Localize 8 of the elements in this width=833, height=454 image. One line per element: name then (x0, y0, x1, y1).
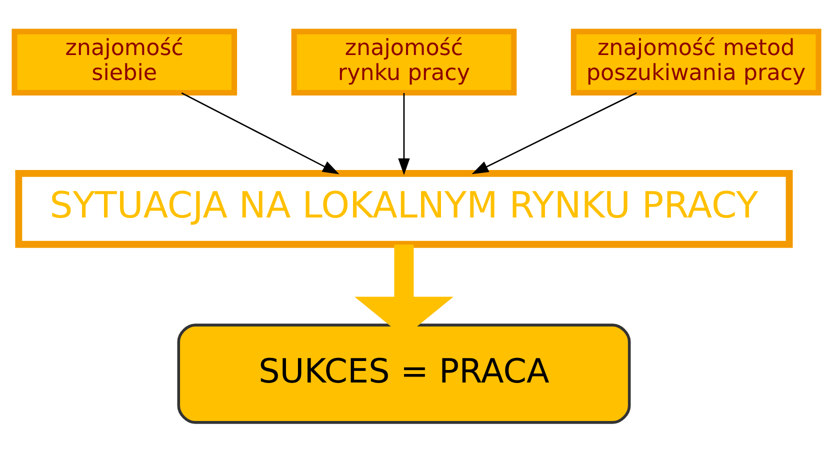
node-box: znajomość rynku pracy (291, 28, 517, 96)
arrow (472, 92, 637, 174)
node-box: znajomość metod poszukiwania pracy (570, 28, 822, 96)
node-box: SUKCES = PRACA (177, 324, 631, 424)
node-box: znajomość siebie (12, 28, 238, 96)
arrow (398, 93, 410, 176)
arrow (181, 92, 340, 174)
node-box: SYTUACJA NA LOKALNYM RYNKU PRACY (15, 170, 793, 248)
